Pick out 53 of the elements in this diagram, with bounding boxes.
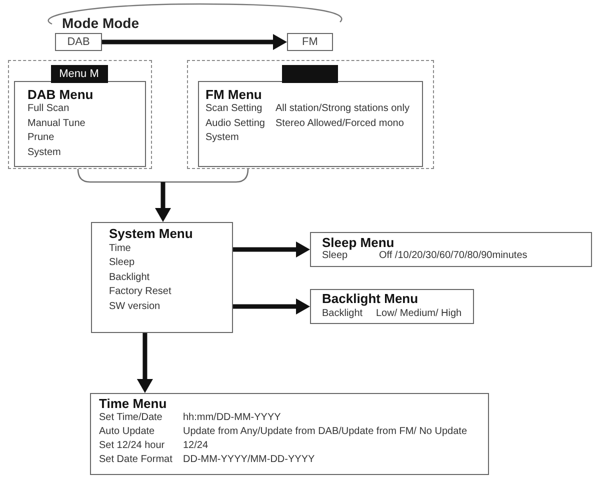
setting-value: DD-MM-YYYY/MM-DD-YYYY (183, 453, 315, 467)
menu-item: Time (109, 242, 131, 256)
arrow (233, 298, 310, 314)
tab-label: Menu M (58, 66, 100, 82)
arrow (136, 333, 153, 393)
bracket-arrow (77, 168, 249, 222)
menu-item: Sleep (109, 256, 135, 270)
mode-name: FM (301, 35, 319, 50)
menu-tab (50, 64, 108, 82)
menu-item: Auto Update (99, 425, 155, 439)
setting-value: hh:mm/DD-MM-YYYY (183, 411, 281, 425)
menu-panel (91, 222, 233, 333)
setting-value: Low/ Medium/ High (376, 306, 462, 320)
arrow (233, 242, 310, 258)
menu-item: Set Time/Date (99, 411, 162, 425)
menu-title: Backlight Menu (322, 290, 418, 306)
menu-item: Full Scan (28, 102, 70, 116)
menu-item: Set Date Format (99, 453, 172, 467)
menu-item: Manual Tune (28, 116, 86, 131)
menu-title: DAB Menu (28, 88, 94, 102)
setting-value: Update from Any/Update from DAB/Update from FM/ No Update (183, 425, 468, 439)
menu-item: Backlight (109, 270, 150, 284)
menu-tab (282, 64, 338, 82)
mode-box (287, 33, 333, 51)
mode-heading: Mode Mode (62, 15, 139, 32)
menu-item: Sleep (322, 250, 348, 262)
arrow (102, 34, 287, 50)
menu-item: Backlight (322, 306, 363, 320)
menu-title: Sleep Menu (322, 236, 394, 248)
setting-value: All station/Strong stations only (276, 102, 410, 116)
menu-item: SW version (109, 300, 160, 314)
menu-item: Factory Reset (109, 285, 172, 299)
setting-value: 12/24 (183, 439, 208, 453)
menu-item: Audio Setting (206, 116, 265, 131)
menu-panel (14, 80, 146, 166)
menu-panel (310, 289, 474, 324)
dashed-frame (8, 60, 152, 169)
menu-panel (310, 232, 592, 267)
menu-title: Time Menu (99, 397, 167, 411)
setting-value: Stereo Allowed/Forced mono (276, 116, 404, 131)
menu-item: System (206, 131, 239, 146)
mode-box (55, 33, 102, 51)
menu-panel (90, 393, 489, 475)
menu-item: Scan Setting (206, 102, 262, 116)
menu-panel (198, 80, 422, 166)
menu-title: System Menu (109, 227, 193, 242)
menu-item: Set 12/24 hour (99, 439, 165, 453)
menu-item: System (28, 146, 61, 160)
menu-title: FM Menu (206, 88, 262, 102)
menu-item: Prune (28, 131, 54, 146)
mode-name: DAB (66, 35, 91, 50)
setting-value: Off /10/20/30/60/70/80/90minutes (379, 248, 528, 262)
dashed-frame (187, 60, 434, 169)
